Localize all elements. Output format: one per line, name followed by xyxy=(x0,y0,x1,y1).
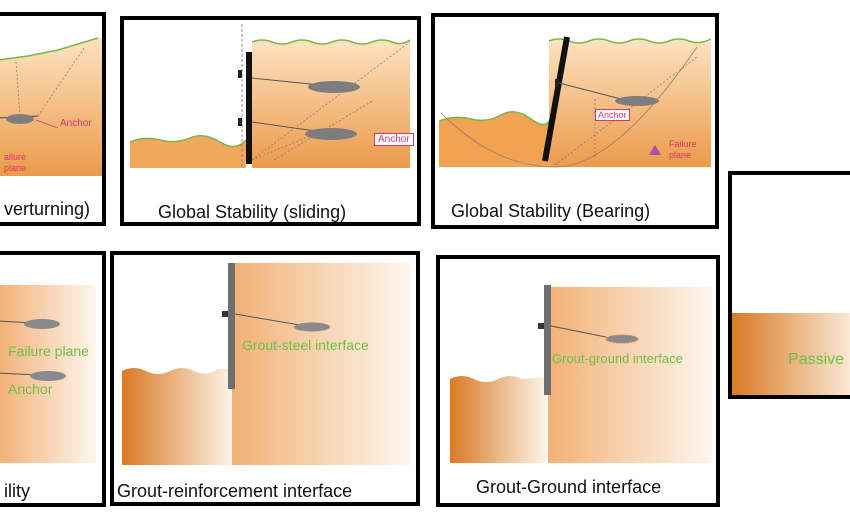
failure-marker xyxy=(649,145,661,155)
panel-caption: Grout-Ground interface xyxy=(476,477,662,497)
failure-label: Failure plane xyxy=(8,343,89,359)
failure-label: ailure xyxy=(4,152,27,162)
anchor-body xyxy=(24,319,60,329)
panel-grout-reinforcement: Grout-steel interface Grout-reinforcemen… xyxy=(110,251,420,506)
soil-mass xyxy=(0,38,102,176)
anchor-label: Anchor xyxy=(8,381,53,397)
wall xyxy=(246,52,252,164)
panel-caption: ility xyxy=(4,481,30,501)
tendon xyxy=(550,325,607,338)
failure-label: plane xyxy=(4,163,27,173)
panel-passive: Passive xyxy=(728,171,850,399)
retained-soil xyxy=(232,263,410,465)
ground-surface xyxy=(129,135,247,148)
anchor-leader xyxy=(35,119,59,129)
anchor-body xyxy=(308,81,360,93)
sliding-diagram xyxy=(129,24,411,168)
anchor-body xyxy=(6,114,34,124)
panel-overturning: Anchor ailure plane verturning) xyxy=(0,12,106,226)
wall xyxy=(228,263,235,389)
failure-line xyxy=(15,61,21,117)
failure-line xyxy=(273,99,375,161)
anchor-head xyxy=(238,118,242,126)
panel-caption: Grout-reinforcement interface xyxy=(117,481,353,501)
ground-surface xyxy=(0,37,99,61)
panel-caption: verturning) xyxy=(4,199,91,219)
anchor-body xyxy=(305,128,357,140)
overturning-diagram xyxy=(0,37,102,176)
front-soil xyxy=(122,368,232,465)
passive-label: Passive xyxy=(788,351,845,368)
anchor-head xyxy=(555,79,559,87)
panel-bottom-left: Failure plane Anchor ility xyxy=(0,251,106,507)
failure-label: plane xyxy=(669,150,692,160)
retained-soil xyxy=(548,287,712,463)
panel-caption: Global Stability (Bearing) xyxy=(451,201,651,221)
front-soil xyxy=(439,111,551,167)
panel-bearing: Anchor Failure plane Global Stability (B… xyxy=(431,13,719,229)
retained-soil xyxy=(252,40,410,168)
front-soil xyxy=(450,376,546,463)
ground-surface xyxy=(251,39,411,45)
tendon xyxy=(251,121,323,133)
grout-reinforcement-diagram xyxy=(122,263,410,465)
grout-ground-diagram xyxy=(450,285,712,463)
ground-surface xyxy=(438,111,552,126)
failure-label: Failure xyxy=(669,139,697,149)
panel-sliding: Anchor Global Stability (sliding) xyxy=(120,16,421,226)
bottom-left-diagram xyxy=(0,285,96,463)
wall xyxy=(542,36,570,162)
tendon xyxy=(234,313,301,326)
soil-block xyxy=(732,313,850,395)
wall xyxy=(544,285,551,395)
anchor-body xyxy=(605,334,639,344)
anchor-body xyxy=(294,322,330,332)
interface-label: Grout-ground interface xyxy=(552,351,683,366)
anchor-label: Anchor xyxy=(60,118,92,129)
anchor-head xyxy=(538,323,544,329)
anchor-label: Anchor xyxy=(595,109,630,121)
bearing-diagram xyxy=(438,36,712,168)
anchor-body xyxy=(30,371,66,381)
tendon xyxy=(558,82,622,100)
passive-diagram xyxy=(732,313,850,395)
failure-line xyxy=(251,131,321,161)
failure-line xyxy=(251,41,411,161)
ground-surface xyxy=(548,38,712,44)
front-soil xyxy=(130,135,246,168)
anchor-label: Anchor xyxy=(374,133,414,146)
anchor-head xyxy=(238,70,242,78)
failure-line xyxy=(37,47,85,117)
anchor-head xyxy=(222,311,228,317)
panel-caption: Global Stability (sliding) xyxy=(158,202,347,222)
panel-grout-ground: Grout-ground interface Grout-Ground inte… xyxy=(436,255,720,507)
interface-label: Grout-steel interface xyxy=(242,337,369,353)
anchor-body xyxy=(615,96,659,106)
